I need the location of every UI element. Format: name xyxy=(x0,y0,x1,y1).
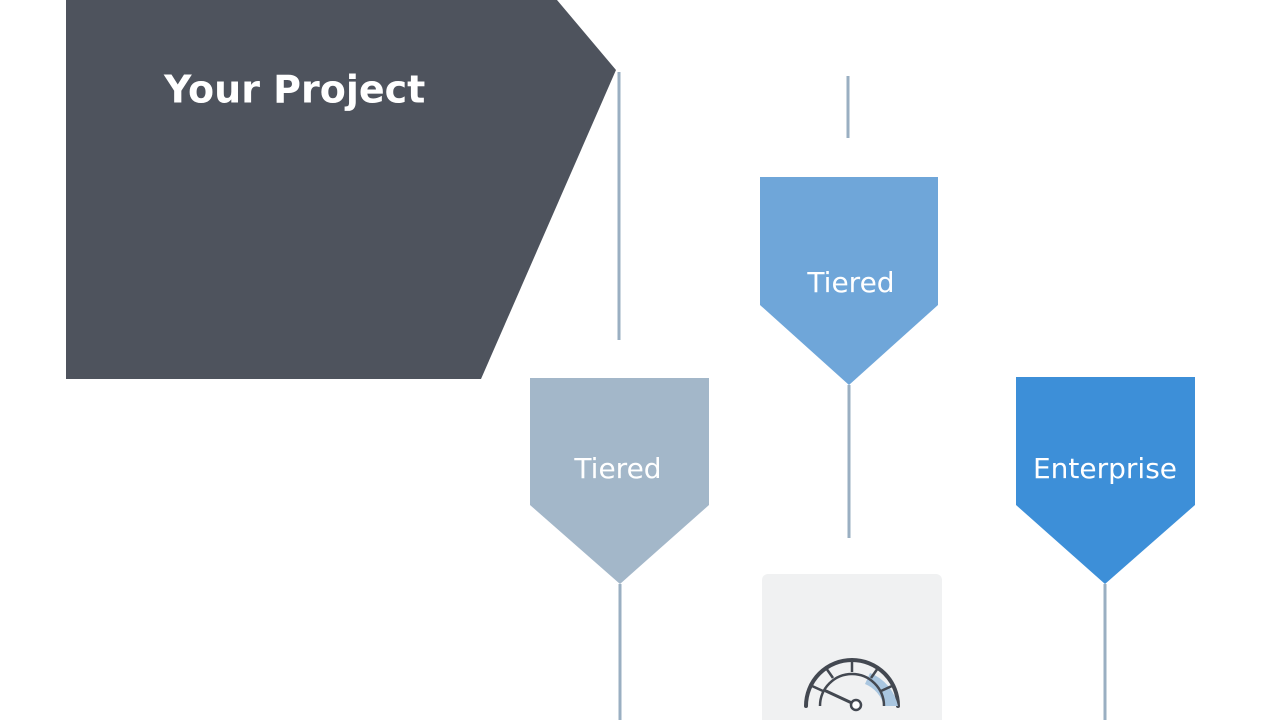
enterprise-shape xyxy=(1016,377,1195,584)
tiered-node-left[interactable]: Tiered xyxy=(530,378,709,584)
tiered-left-label: Tiered xyxy=(573,452,661,485)
tiered-node-top[interactable]: Tiered xyxy=(760,177,938,385)
enterprise-node[interactable]: Enterprise xyxy=(1016,377,1195,584)
tiered-left-shape xyxy=(530,378,709,584)
project-title: Your Project xyxy=(163,68,425,112)
gauge-card[interactable] xyxy=(762,574,942,720)
enterprise-label: Enterprise xyxy=(1033,452,1177,485)
tiered-top-shape xyxy=(760,177,938,385)
project-block: Your Project xyxy=(66,0,616,379)
gauge-icon xyxy=(804,658,900,712)
gauge-card-background xyxy=(762,574,942,720)
tiered-top-label: Tiered xyxy=(806,266,894,299)
project-shape xyxy=(66,0,616,379)
